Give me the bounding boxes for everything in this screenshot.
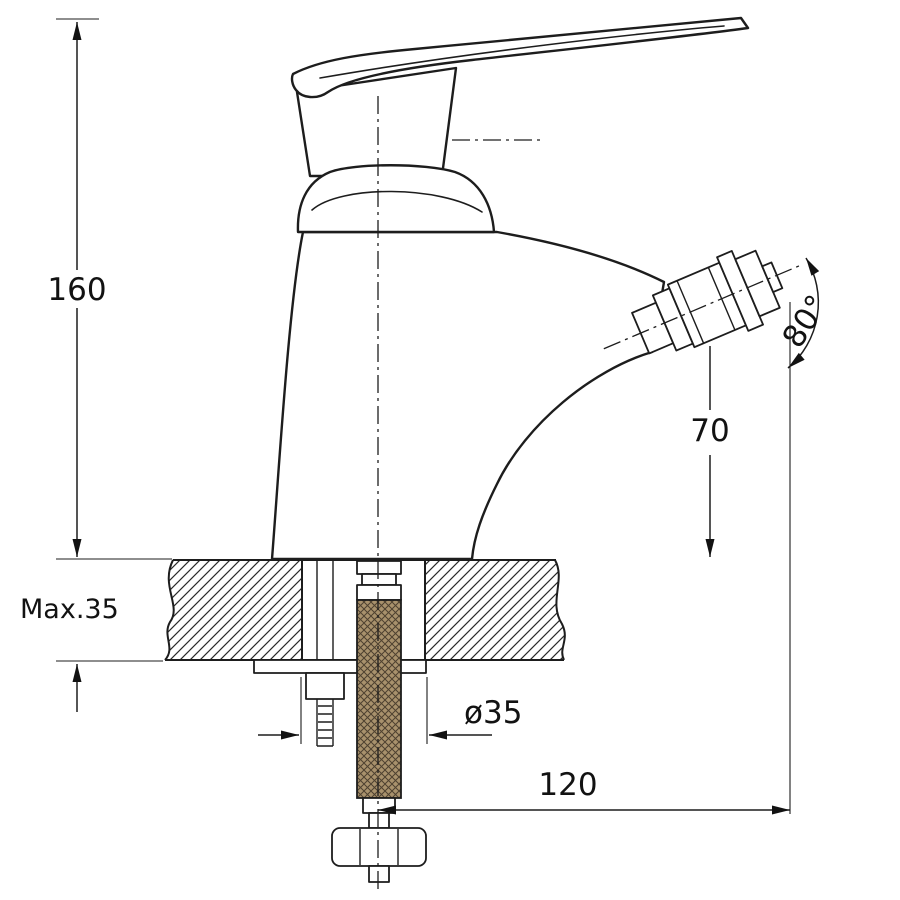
dimension-label-outlet-height: 70 xyxy=(690,413,729,449)
countertop-section xyxy=(164,559,566,661)
aerator-spout-end xyxy=(603,249,802,355)
threaded-rod-end xyxy=(316,699,334,747)
hose-upper-collar xyxy=(356,584,402,601)
hose-braided-body xyxy=(356,599,402,799)
dimension-label-outlet-angle: 80° xyxy=(776,289,836,355)
dimension-max-thickness: Max.35 xyxy=(20,594,163,712)
counter-hatch-right xyxy=(425,560,565,660)
dimension-total-height: 160 xyxy=(47,18,172,560)
mounting-nut xyxy=(305,672,345,700)
dimension-spout-reach: 120 xyxy=(378,302,791,815)
hose-upper-fitting-band xyxy=(361,573,397,586)
dimension-label-hole-diameter: ø35 xyxy=(464,695,522,731)
dimension-outlet-height: 70 xyxy=(690,346,730,557)
counter-hatch-left xyxy=(165,560,302,660)
dimension-outlet-angle: 80° xyxy=(776,257,836,369)
flexible-hose xyxy=(331,560,427,883)
dimension-label-max-thickness: Max.35 xyxy=(20,594,119,625)
handle-contour-line xyxy=(319,25,725,79)
centerlines xyxy=(377,96,542,893)
cartridge-cap-dome xyxy=(296,164,496,234)
hose-upper-fitting xyxy=(356,560,402,575)
threaded-stud xyxy=(316,561,334,673)
cap-contour-line xyxy=(311,190,483,213)
dimension-label-spout-reach: 120 xyxy=(538,767,597,803)
hex-nut-facets xyxy=(359,829,399,865)
hose-lower-neck xyxy=(368,812,390,829)
faucet-body-outline xyxy=(270,230,666,561)
counter-break-right xyxy=(554,559,566,661)
faucet-handle xyxy=(290,16,750,99)
hose-hex-nut xyxy=(331,827,427,867)
aerator-axis-centerline xyxy=(603,264,802,350)
hose-end-stub xyxy=(368,865,390,883)
counter-break-left xyxy=(164,559,175,661)
dimension-hole-diameter: ø35 xyxy=(258,677,522,744)
dimension-label-total-height: 160 xyxy=(47,272,106,308)
handle-lever-blade xyxy=(290,16,750,99)
faucet-body xyxy=(270,66,666,561)
angle-arc xyxy=(787,257,820,369)
